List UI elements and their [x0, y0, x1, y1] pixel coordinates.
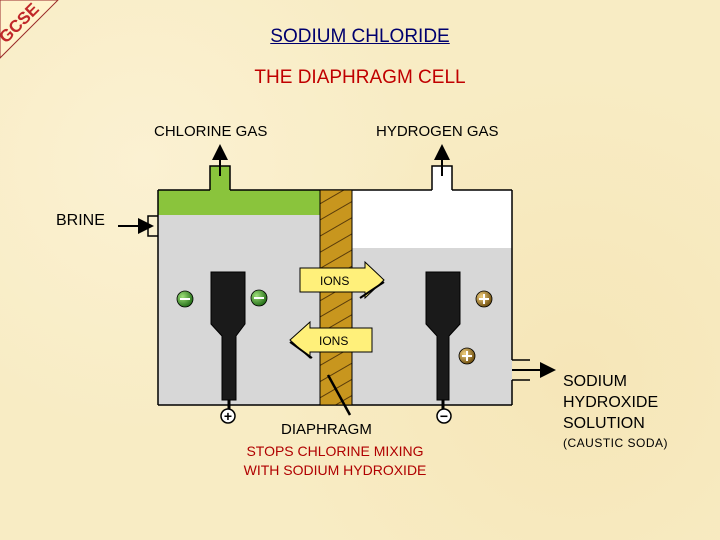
svg-text:−: −	[440, 408, 448, 424]
naoh-label: SODIUM HYDROXIDE SOLUTION	[563, 371, 658, 434]
anode-terminal: +	[220, 408, 236, 424]
chloride-ion	[176, 290, 194, 308]
naoh-line-1: SODIUM	[563, 373, 627, 390]
ions-label-bottom: IONS	[319, 334, 349, 348]
stops-line-2: WITH SODIUM HYDROXIDE	[243, 462, 427, 478]
hydrogen-gas-label: HYDROGEN GAS	[376, 123, 499, 140]
brine-label: BRINE	[56, 212, 105, 229]
hydrogen-gas-space	[352, 190, 512, 248]
chlorine-gas-label: CHLORINE GAS	[154, 123, 268, 140]
caustic-soda-label: (CAUSTIC SODA)	[563, 436, 669, 450]
brine-inlet	[118, 215, 158, 237]
sodium-ion	[475, 290, 493, 308]
stops-line-1: STOPS CHLORINE MIXING	[246, 443, 424, 459]
hydrogen-outlet	[431, 144, 453, 190]
naoh-line-3: SOLUTION	[563, 415, 645, 432]
chloride-ion	[250, 289, 268, 307]
page-title: SODIUM CHLORIDE	[0, 26, 720, 48]
title-text: SODIUM CHLORIDE	[270, 26, 450, 47]
chlorine-outlet	[209, 144, 231, 190]
sodium-ion	[458, 347, 476, 365]
diaphragm-label: DIAPHRAGM	[281, 421, 372, 438]
diaphragm	[319, 189, 353, 406]
naoh-outlet	[512, 359, 556, 381]
diaphragm-pointer	[326, 374, 352, 416]
ions-label-top: IONS	[320, 274, 350, 288]
chlorine-gas-space	[158, 190, 320, 215]
naoh-line-2: HYDROXIDE	[563, 394, 659, 411]
page-subtitle: THE DIAPHRAGM CELL	[254, 67, 466, 88]
cathode-terminal: −	[436, 408, 452, 424]
svg-text:+: +	[224, 408, 232, 424]
